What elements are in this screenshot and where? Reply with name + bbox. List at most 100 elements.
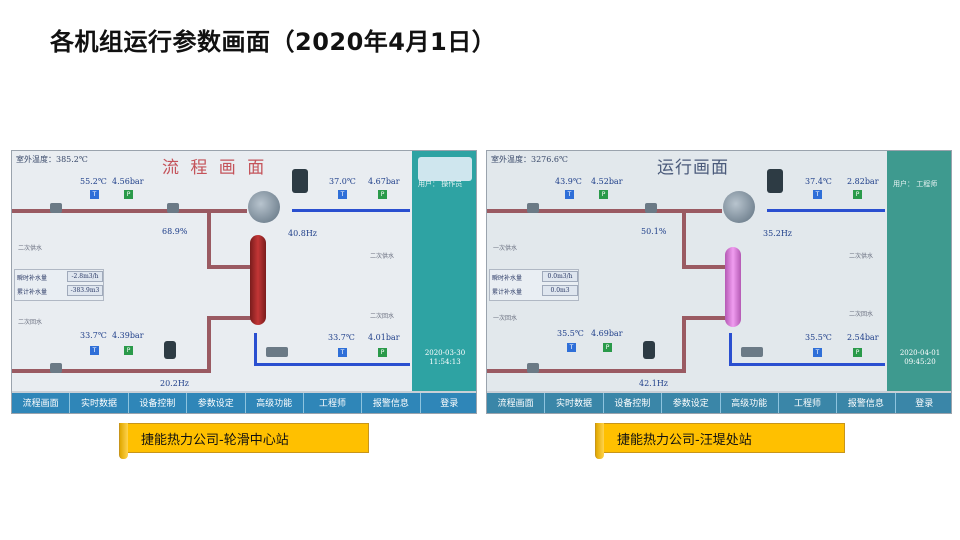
screen-title: 流 程 画 面 <box>162 158 268 178</box>
circulation-pump[interactable] <box>292 169 308 193</box>
nav-engineer[interactable]: 工程师 <box>304 393 363 413</box>
expansion-tank <box>723 191 755 223</box>
makeup-pump-frequency: 42.1Hz <box>639 379 669 388</box>
expansion-tank <box>248 191 280 223</box>
company-logo <box>418 157 472 181</box>
slide-title: 各机组运行参数画面（2020年4月1日） <box>50 28 497 56</box>
instant-fill-label: 瞬时补水量 <box>492 275 523 282</box>
hmi-nav-bar: 流程画面 实时数据 设备控制 参数设定 高级功能 工程师 报警信息 登录 <box>12 393 476 413</box>
instant-fill-label: 瞬时补水量 <box>17 275 48 282</box>
secondary-supply-temp: 37.4℃ <box>805 177 832 186</box>
caption-text: 捷能热力公司-汪堤处站 <box>617 433 752 448</box>
nav-advanced[interactable]: 高级功能 <box>721 393 779 413</box>
caption-scroll-right: 捷能热力公司-汪堤处站 <box>595 421 847 461</box>
nav-login[interactable]: 登录 <box>440 399 459 409</box>
secondary-supply-pipe <box>292 209 410 212</box>
hmi-screen: 室外温度：385.2℃ 流 程 画 面 55.2℃ 4.56bar T P 68… <box>12 151 412 391</box>
nav-engineer[interactable]: 工程师 <box>779 393 838 413</box>
label-supply-1: 二次供水 <box>18 245 43 252</box>
secondary-return-temp: 35.5℃ <box>805 333 832 342</box>
pressure-sensor-icon: P <box>603 343 612 352</box>
inlet-valve-top[interactable] <box>50 203 62 213</box>
primary-return-from-exch <box>207 316 252 320</box>
main-pump-frequency: 40.8Hz <box>288 229 318 238</box>
hmi-date: 2020-04-01 <box>899 349 941 357</box>
nav-login[interactable]: 登录 <box>915 399 934 409</box>
nav-realtime-data[interactable]: 实时数据 <box>70 393 129 413</box>
label-return-2: 二次回水 <box>370 313 395 320</box>
nav-realtime-data[interactable]: 实时数据 <box>545 393 604 413</box>
supply-pressure-1: 4.56bar <box>112 177 144 186</box>
supply-temp-1: 43.9℃ <box>555 177 582 186</box>
total-fill-label: 累计补水量 <box>17 289 48 296</box>
screen-title: 运行画面 <box>657 158 729 178</box>
inlet-valve-bottom[interactable] <box>527 363 539 373</box>
hmi-time: 09:45:20 <box>904 358 936 366</box>
heat-exchanger <box>250 235 266 325</box>
main-pump-frequency: 35.2Hz <box>763 229 793 238</box>
current-user: 用户： 工程师 <box>893 180 938 188</box>
primary-supply-drop <box>207 209 211 269</box>
nav-alarm-info[interactable]: 报警信息 <box>362 393 421 413</box>
caption-band <box>123 423 369 453</box>
temp-sensor-icon: T <box>90 190 99 199</box>
inlet-valve-bottom[interactable] <box>50 363 62 373</box>
hmi-photo-lunhua: 室外温度：385.2℃ 流 程 画 面 55.2℃ 4.56bar T P 68… <box>11 150 477 414</box>
inlet-valve-top[interactable] <box>527 203 539 213</box>
pressure-sensor-icon: P <box>124 346 133 355</box>
hmi-datetime: 2020-04-01 09:45:20 <box>891 349 949 367</box>
makeup-pump[interactable] <box>643 341 655 359</box>
control-valve[interactable] <box>167 203 179 213</box>
primary-supply-drop <box>682 209 686 269</box>
makeup-valve[interactable] <box>741 347 763 357</box>
temp-sensor-icon: T <box>813 190 822 199</box>
caption-text: 捷能热力公司-轮滑中心站 <box>141 433 289 448</box>
label-return-2: 二次回水 <box>849 311 874 318</box>
hmi-side-panel: 用户： 工程师 2020-04-01 09:45:20 <box>887 151 951 391</box>
hmi-side-panel: 用户： 操作员 2020-03-30 11:54:13 <box>412 151 476 391</box>
nav-parameter-settings[interactable]: 参数设定 <box>662 393 721 413</box>
hmi-screen: 室外温度：3276.6℃ 运行画面 43.9℃ 4.52bar T P 50.1… <box>487 151 887 391</box>
hmi-datetime: 2020-03-30 11:54:13 <box>416 349 474 367</box>
label-supply-2: 二次供水 <box>849 253 874 260</box>
nav-device-control[interactable]: 设备控制 <box>129 393 188 413</box>
supply-temp-1: 55.2℃ <box>80 177 107 186</box>
instant-fill-value: 0.0m3/h <box>542 271 578 282</box>
primary-return-pipe <box>487 369 685 373</box>
label-supply-2: 二次供水 <box>370 253 395 260</box>
temp-sensor-icon: T <box>338 348 347 357</box>
nav-flow-screen[interactable]: 流程画面 <box>12 393 71 413</box>
return-temp-1: 33.7℃ <box>80 331 107 340</box>
control-valve[interactable] <box>645 203 657 213</box>
nav-parameter-settings[interactable]: 参数设定 <box>187 393 246 413</box>
valve-opening: 50.1% <box>641 227 667 236</box>
heat-exchanger <box>725 247 741 327</box>
valve-opening: 68.9% <box>162 227 188 236</box>
circulation-pump[interactable] <box>767 169 783 193</box>
pressure-sensor-icon: P <box>853 190 862 199</box>
pressure-sensor-icon: P <box>853 348 862 357</box>
secondary-supply-pressure: 4.67bar <box>368 177 400 186</box>
nav-advanced[interactable]: 高级功能 <box>246 393 304 413</box>
outdoor-temp: 室外温度：3276.6℃ <box>491 155 568 164</box>
makeup-valve[interactable] <box>266 347 288 357</box>
pressure-sensor-icon: P <box>378 348 387 357</box>
primary-return-from-exch <box>682 316 727 320</box>
nav-alarm-info[interactable]: 报警信息 <box>837 393 896 413</box>
nav-device-control[interactable]: 设备控制 <box>604 393 663 413</box>
primary-supply-to-exch <box>207 265 252 269</box>
makeup-pump[interactable] <box>164 341 176 359</box>
hmi-time: 11:54:13 <box>429 358 461 366</box>
caption-band <box>599 423 845 453</box>
nav-flow-screen[interactable]: 流程画面 <box>487 393 546 413</box>
scroll-curl-icon <box>595 423 604 459</box>
total-fill-label: 累计补水量 <box>492 289 523 296</box>
caption-scroll-left: 捷能热力公司-轮滑中心站 <box>119 421 371 461</box>
hmi-date: 2020-03-30 <box>424 349 466 357</box>
temp-sensor-icon: T <box>567 343 576 352</box>
primary-return-rise <box>682 316 686 373</box>
primary-return-rise <box>207 316 211 373</box>
primary-supply-pipe <box>12 209 247 213</box>
secondary-return-pressure: 2.54bar <box>847 333 879 342</box>
temp-sensor-icon: T <box>90 346 99 355</box>
